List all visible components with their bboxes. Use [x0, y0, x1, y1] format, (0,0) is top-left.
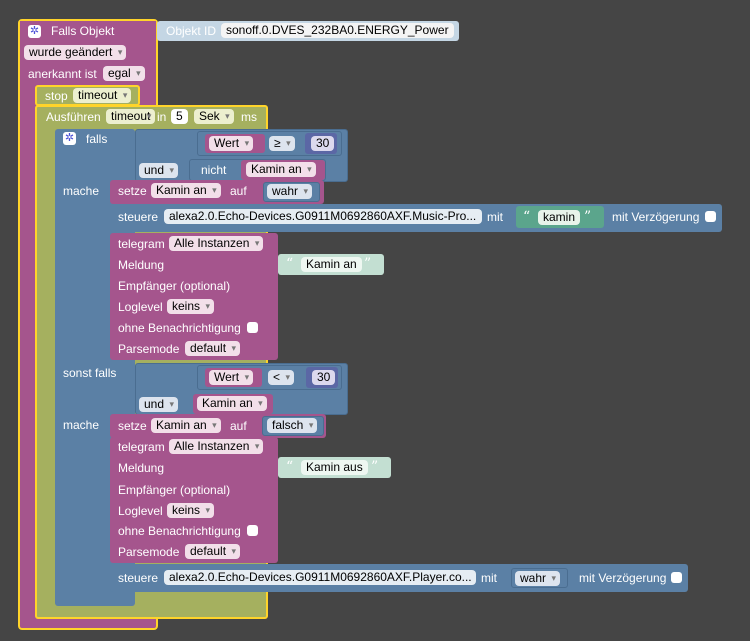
tg1-loglevel-label: Loglevel — [118, 300, 163, 314]
and-dropdown-2[interactable]: und — [139, 397, 179, 412]
tg1-meldung-field[interactable]: Kamin an — [301, 257, 362, 272]
condition-dropdown[interactable]: wurde geändert — [24, 45, 127, 60]
timeout-in-label: in — [157, 110, 167, 124]
tg2-meldung-field[interactable]: Kamin aus — [301, 460, 368, 475]
quote-close-icon: ” — [364, 256, 372, 272]
set-label-2: setze — [118, 419, 147, 433]
quote-close-icon: ” — [584, 209, 592, 225]
tg1-meldung-label: Meldung — [118, 258, 165, 272]
set-var-dropdown-1[interactable]: Kamin an — [151, 183, 221, 198]
var-kamin-dropdown-2[interactable]: Kamin an — [197, 396, 267, 411]
control-label-2: steuere — [118, 571, 159, 585]
control-mit-label-2: mit — [481, 571, 497, 585]
telegram-block-2[interactable] — [110, 437, 278, 563]
quote-open-icon: “ — [286, 256, 294, 272]
control-mit-label-1: mit — [487, 210, 503, 224]
tg2-parse-dropdown[interactable]: default — [185, 544, 241, 559]
objekt-id-label: Objekt ID — [166, 24, 217, 38]
not-label: nicht — [201, 163, 227, 177]
timeout-ms-label: ms — [241, 110, 257, 124]
text-kamin-field[interactable]: kamin — [538, 210, 581, 225]
tg1-parse-dropdown[interactable]: default — [185, 341, 241, 356]
telegram-block-1[interactable] — [110, 233, 278, 360]
ack-dropdown[interactable]: egal — [103, 66, 145, 81]
control-delay-label-1: mit Verzögerung — [612, 210, 700, 224]
control-device-field-1[interactable]: alexa2.0.Echo-Devices.G0911M0692860AXF.M… — [164, 209, 482, 224]
delay-checkbox-2[interactable] — [671, 572, 682, 583]
if-sonst-falls-label: sonst falls — [63, 366, 117, 380]
control-delay-label-2: mit Verzögerung — [579, 571, 667, 585]
timeout-unit-dropdown[interactable]: Sek — [194, 109, 234, 124]
tg1-parse-label: Parsemode — [118, 342, 180, 356]
if-falls-label: falls — [86, 132, 108, 146]
number-field-1[interactable]: 30 — [311, 136, 335, 151]
timeout-name-field[interactable]: timeout — [106, 109, 156, 124]
stop-label: stop — [45, 89, 68, 103]
tg2-empf-label: Empfänger (optional) — [118, 483, 231, 497]
tg2-ohne-label: ohne Benachrichtigung — [118, 524, 241, 538]
tg1-ohne-label: ohne Benachrichtigung — [118, 321, 241, 335]
timeout-exec-label: Ausführen — [46, 110, 101, 124]
if-mache-label: mache — [63, 184, 100, 198]
if-mache2-label: mache — [63, 418, 100, 432]
stop-timeout-dropdown[interactable]: timeout — [73, 88, 132, 103]
gear-icon[interactable]: ✲ — [28, 25, 41, 38]
tg1-loglevel-dropdown[interactable]: keins — [167, 299, 215, 314]
tg2-instance-dropdown[interactable]: Alle Instanzen — [169, 439, 264, 454]
bool-dropdown-1[interactable]: wahr — [267, 184, 313, 199]
set-var-dropdown-2[interactable]: Kamin an — [151, 418, 221, 433]
number-field-2[interactable]: 30 — [312, 370, 336, 385]
tg2-ohne-checkbox[interactable] — [247, 525, 258, 536]
tg1-empf-label: Empfänger (optional) — [118, 279, 231, 293]
set-auf-label-2: auf — [230, 419, 247, 433]
bool-dropdown-2[interactable]: falsch — [267, 418, 318, 433]
quote-close-icon: ” — [371, 459, 379, 475]
set-label-1: setze — [118, 184, 147, 198]
tg1-title: telegram — [118, 237, 165, 251]
quote-open-icon: “ — [523, 209, 531, 225]
control-label-1: steuere — [118, 210, 159, 224]
control-device-field-2[interactable]: alexa2.0.Echo-Devices.G0911M0692860AXF.P… — [164, 570, 476, 585]
trigger-title: Falls Objekt — [51, 24, 115, 38]
var-kamin-dropdown-1[interactable]: Kamin an — [246, 162, 316, 177]
quote-open-icon: “ — [286, 459, 294, 475]
delay-checkbox-1[interactable] — [705, 211, 716, 222]
var-wert-dropdown-2[interactable]: Wert — [209, 370, 254, 385]
var-wert-dropdown-1[interactable]: Wert — [209, 136, 254, 151]
set-auf-label-1: auf — [230, 184, 247, 198]
tg1-ohne-checkbox[interactable] — [247, 322, 258, 333]
tg2-meldung-label: Meldung — [118, 461, 165, 475]
tg2-title: telegram — [118, 440, 165, 454]
tg2-loglevel-label: Loglevel — [118, 504, 163, 518]
tg2-parse-label: Parsemode — [118, 545, 180, 559]
ack-label: anerkannt ist — [28, 67, 97, 81]
compare-op-dropdown-2[interactable]: < — [268, 370, 295, 385]
compare-op-dropdown-1[interactable]: ≥ — [269, 136, 295, 151]
tg1-instance-dropdown[interactable]: Alle Instanzen — [169, 236, 264, 251]
gear-icon[interactable]: ✲ — [63, 132, 76, 145]
bool-dropdown-3[interactable]: wahr — [515, 571, 561, 586]
objekt-id-field[interactable]: sonoff.0.DVES_232BA0.ENERGY_Power — [221, 23, 454, 38]
timeout-value-field[interactable]: 5 — [171, 109, 188, 124]
tg2-loglevel-dropdown[interactable]: keins — [167, 503, 215, 518]
and-dropdown-1[interactable]: und — [139, 163, 179, 178]
